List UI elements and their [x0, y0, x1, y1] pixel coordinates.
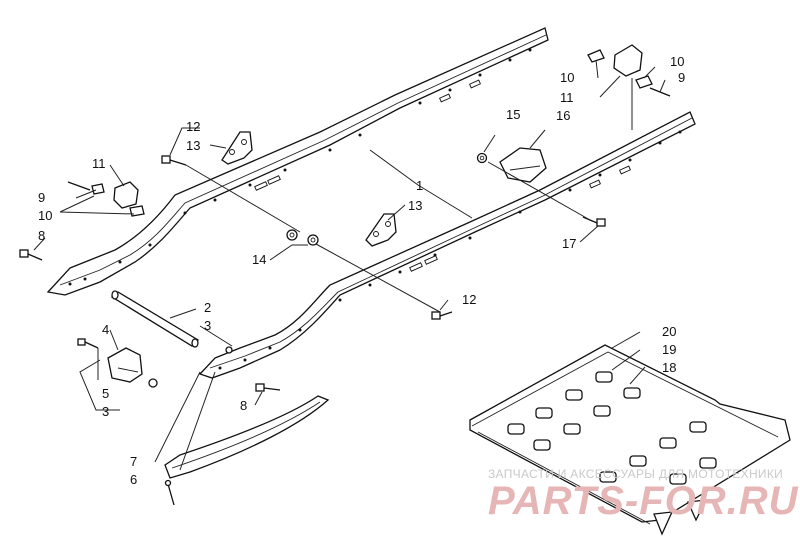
callout-10: 10	[560, 70, 574, 85]
callout-3: 3	[102, 404, 109, 419]
callout-19: 19	[662, 342, 676, 357]
watermark-logo: PARTS-FOR.RU	[488, 479, 799, 523]
callout-16: 16	[556, 108, 570, 123]
callout-10: 10	[670, 54, 684, 69]
callout-2: 2	[204, 300, 211, 315]
callout-9: 9	[678, 70, 685, 85]
watermark: ЗАПЧАСТИ И АКСЕССУАРЫ ДЛЯ МОТОТЕХНИКИ PA…	[488, 467, 799, 523]
callout-1: 1	[416, 178, 423, 193]
wear-block-left	[107, 347, 143, 383]
callout-13: 13	[186, 138, 200, 153]
hyfax-slider	[164, 395, 330, 479]
callouts: 1 2 3 3 4 5 6 7 8 8 9 9 10 10 10 11 11 1…	[38, 54, 685, 487]
wear-block-right	[499, 147, 547, 183]
callout-14: 14	[252, 252, 266, 267]
cross-shaft	[110, 290, 200, 348]
callout-17: 17	[562, 236, 576, 251]
callout-11: 11	[560, 90, 574, 105]
shock-bracket-right	[365, 213, 397, 247]
right-slide-rail	[198, 111, 696, 379]
callout-3: 3	[204, 318, 211, 333]
callout-4: 4	[102, 322, 109, 337]
callout-20: 20	[662, 324, 676, 339]
stopper-block-right	[613, 44, 643, 77]
callout-18: 18	[662, 360, 676, 375]
callout-11: 11	[92, 156, 106, 171]
callout-9: 9	[38, 190, 45, 205]
track-section	[469, 344, 791, 536]
callout-13: 13	[408, 198, 422, 213]
callout-5: 5	[102, 386, 109, 401]
callout-8: 8	[38, 228, 45, 243]
leader-lines	[33, 59, 666, 471]
callout-8: 8	[240, 398, 247, 413]
watermark-caption: ЗАПЧАСТИ И АКСЕССУАРЫ ДЛЯ МОТОТЕХНИКИ	[488, 467, 783, 481]
shock-bracket-left	[221, 131, 253, 165]
callout-15: 15	[506, 107, 520, 122]
callout-6: 6	[130, 472, 137, 487]
left-slide-rail	[46, 27, 549, 296]
callout-12: 12	[186, 119, 200, 134]
callout-12: 12	[462, 292, 476, 307]
slider-screw	[164, 479, 175, 506]
callout-7: 7	[130, 454, 137, 469]
stopper-block-left	[113, 181, 139, 209]
callout-10: 10	[38, 208, 52, 223]
